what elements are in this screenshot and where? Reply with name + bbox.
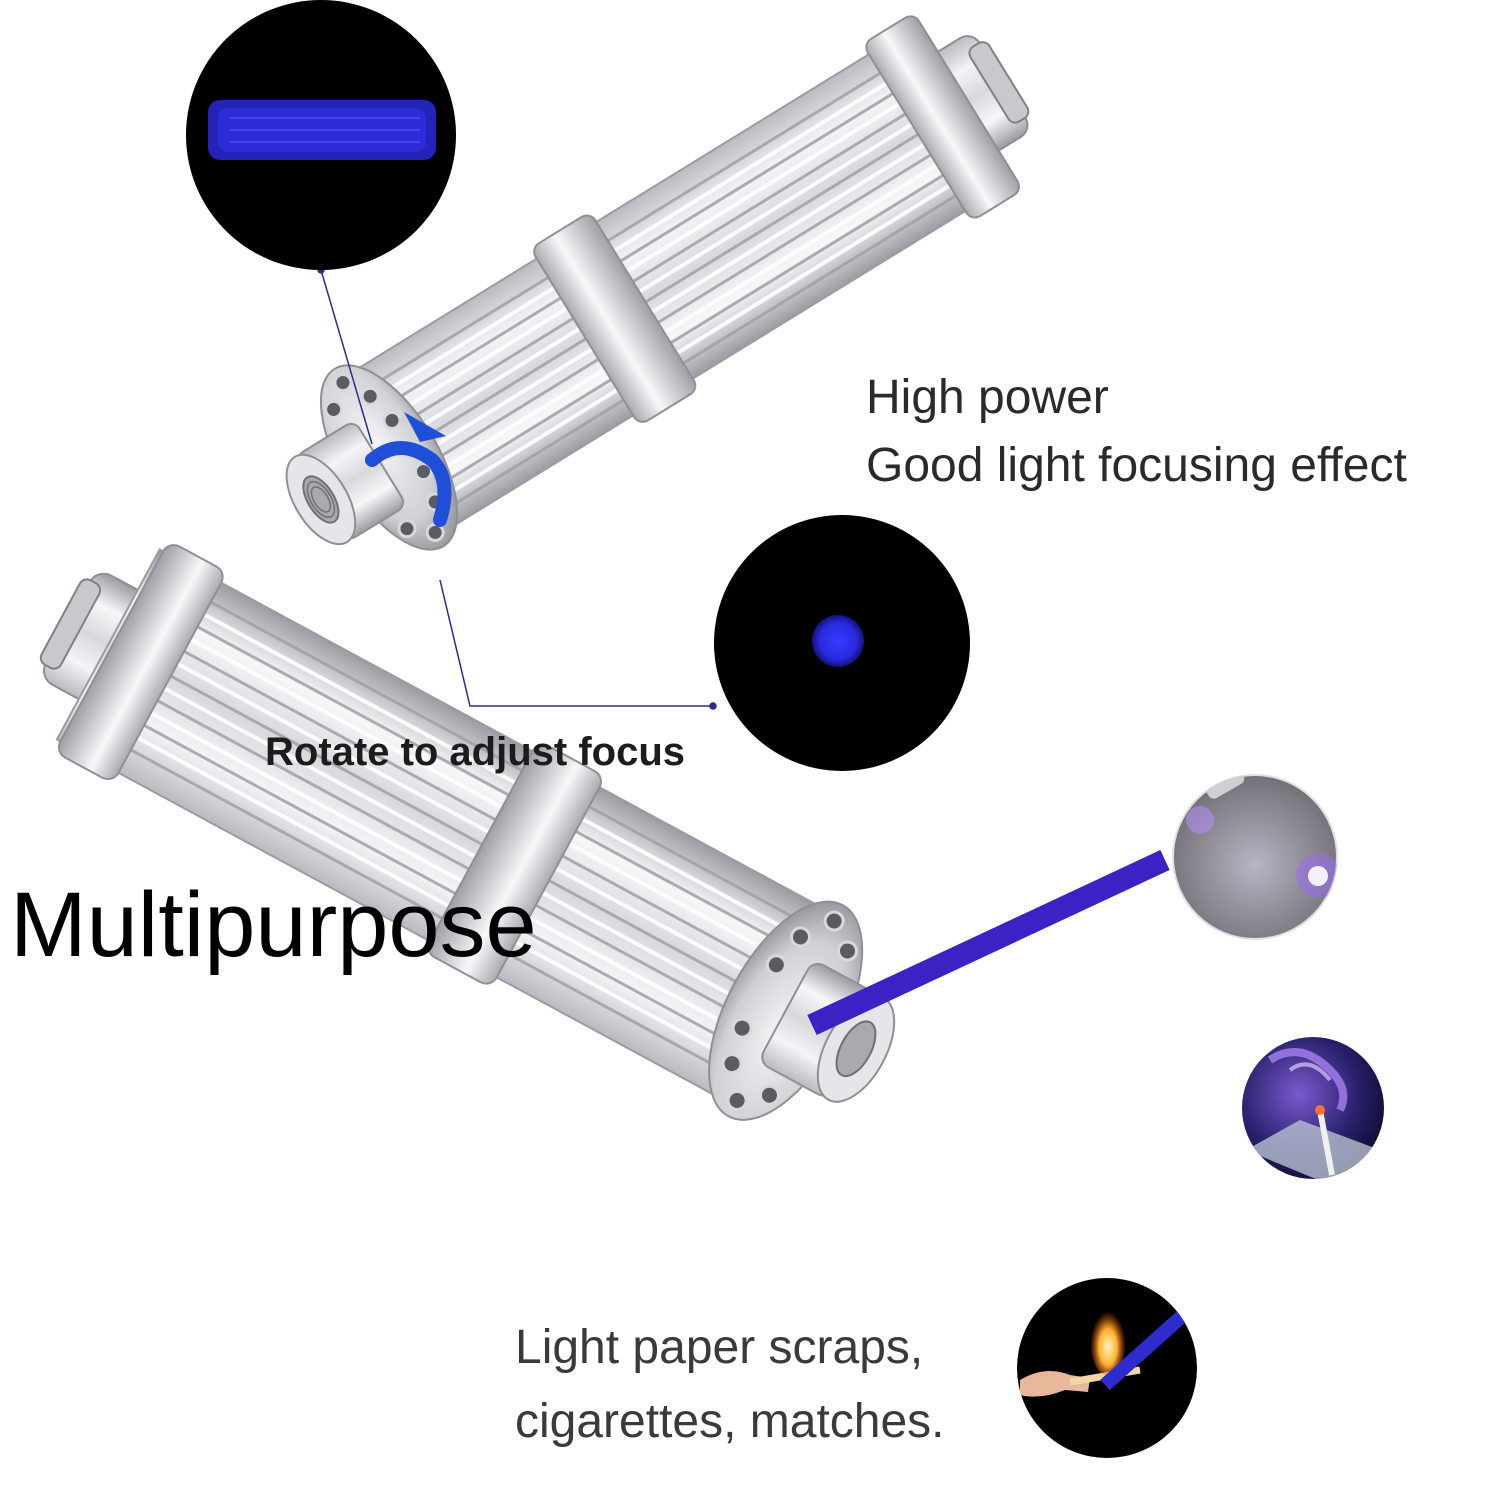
match-lighting-image: [1017, 1278, 1197, 1458]
heading-multipurpose: Multipurpose: [10, 874, 537, 976]
beam-spot-wide-image: [186, 0, 456, 270]
feature-text-good-focus: Good light focusing effect: [866, 439, 1407, 492]
feature-text-high-power: High power: [866, 371, 1109, 424]
ground-spot-image: [1172, 774, 1338, 940]
rotate-arrow-icon: [365, 412, 452, 527]
cigarette-smoke-image: [1242, 1037, 1384, 1179]
laser-pointer-top: [285, 15, 1030, 551]
caption-light-line2: cigarettes, matches.: [515, 1395, 945, 1448]
laser-beam: [807, 850, 1170, 1035]
caption-light-line1: Light paper scraps,: [515, 1321, 924, 1374]
caption-rotate-focus: Rotate to adjust focus: [265, 730, 686, 774]
beam-spot-focused-image: [714, 515, 970, 771]
